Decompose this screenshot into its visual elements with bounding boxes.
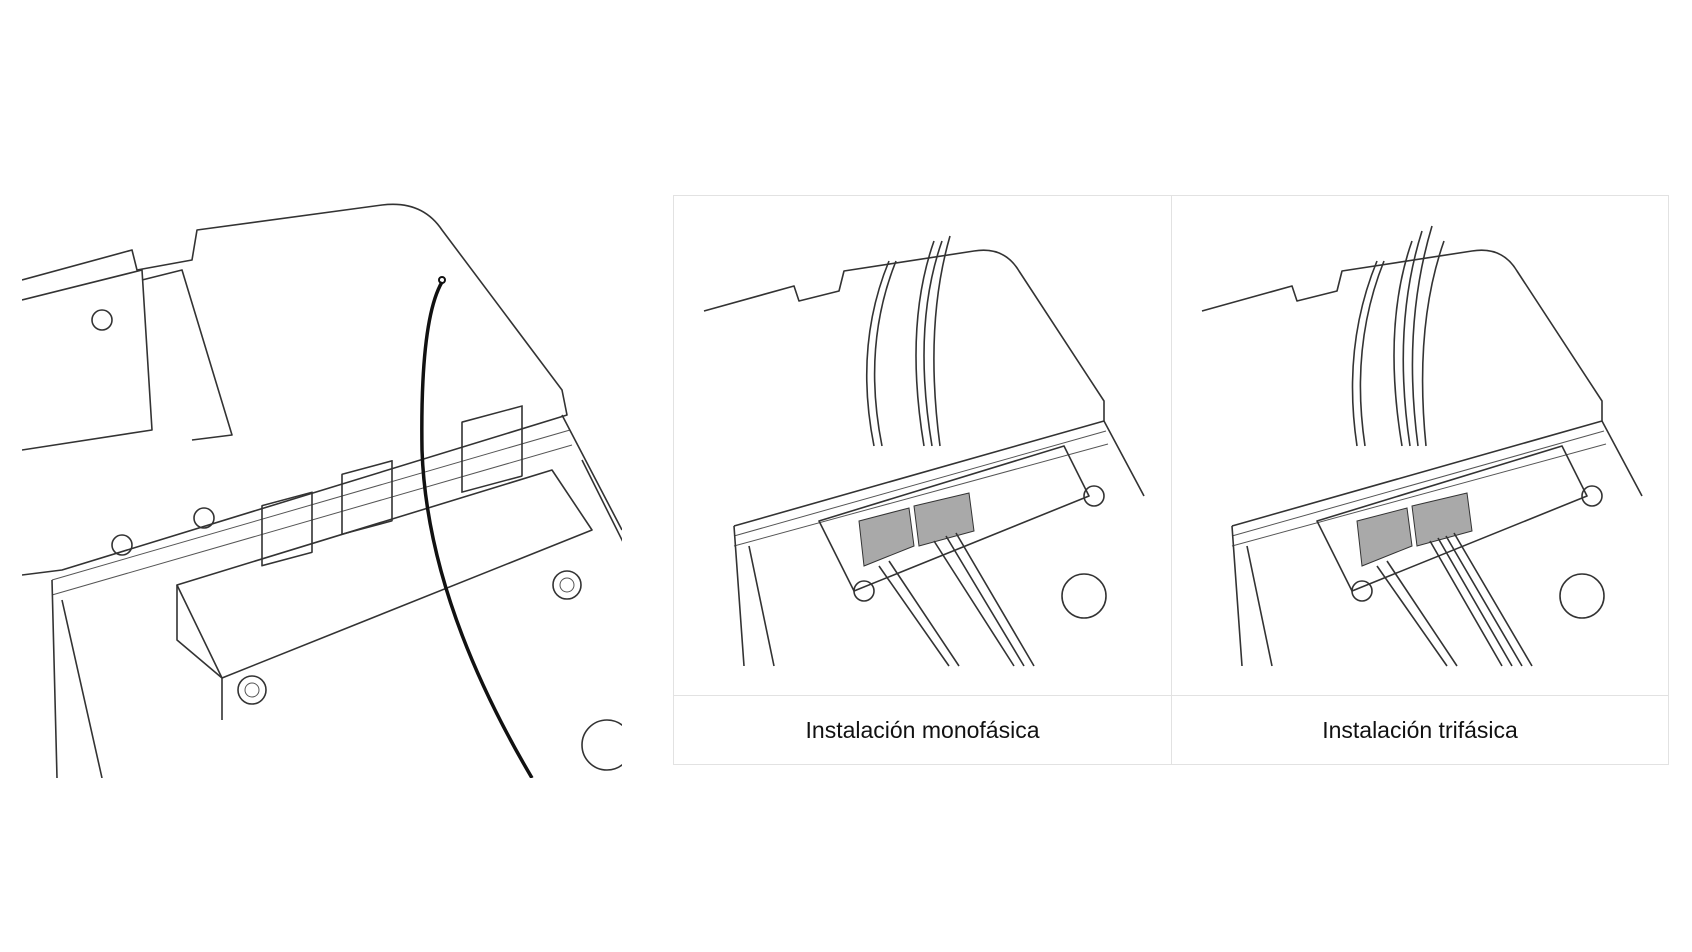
three-phase-illustration <box>1172 196 1668 696</box>
three-phase-cell: Instalación trifásica <box>1171 196 1668 764</box>
single-phase-cell: Instalación monofásica <box>674 196 1171 764</box>
three-phase-caption: Instalación trifásica <box>1322 716 1518 743</box>
single-phase-illustration <box>674 196 1171 696</box>
single-phase-caption: Instalación monofásica <box>805 716 1040 743</box>
installation-comparison-table: Instalación monofásica Instalación trifá… <box>673 195 1669 765</box>
enclosure-illustration-with-cable <box>22 200 622 778</box>
